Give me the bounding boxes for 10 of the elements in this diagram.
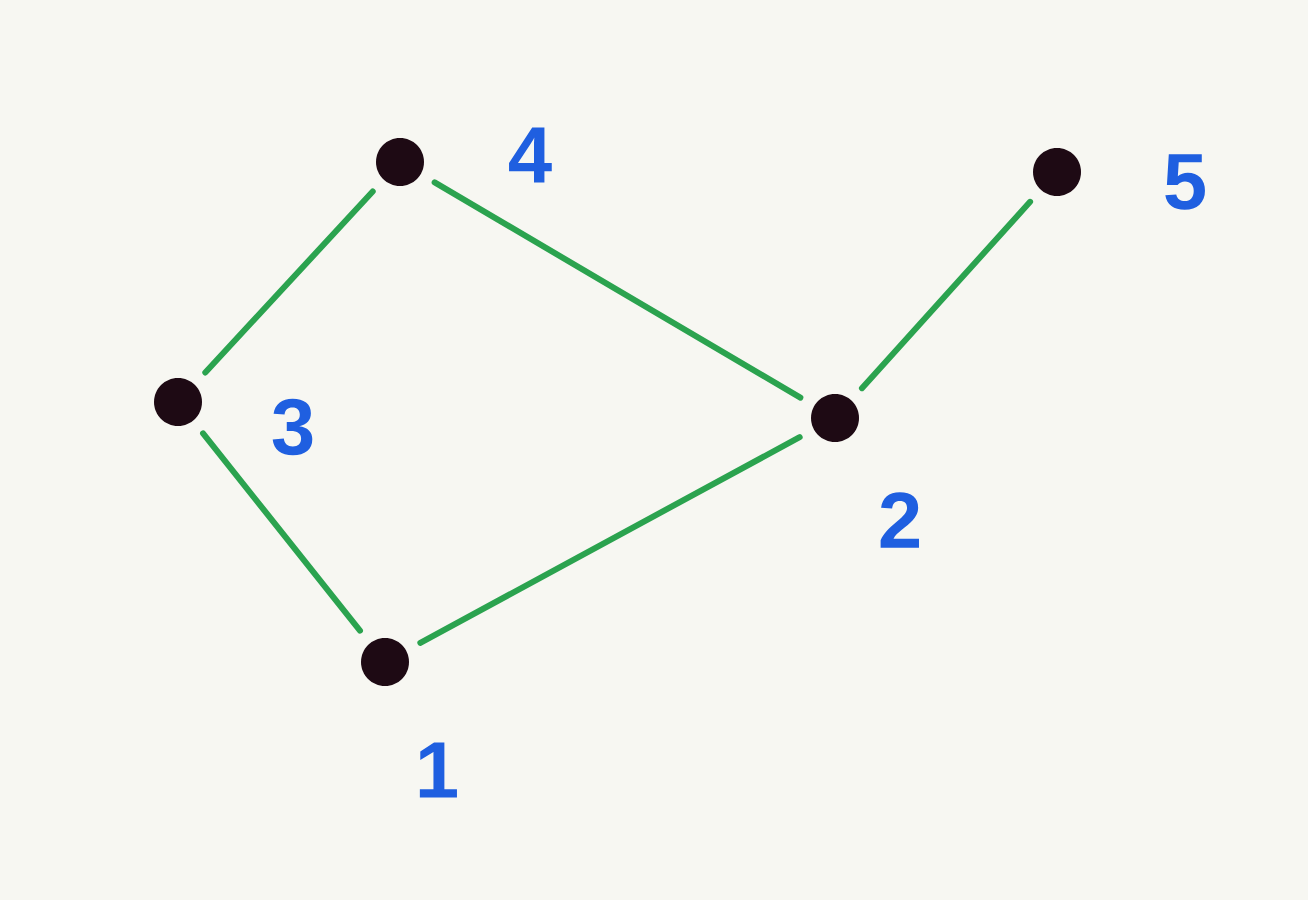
line xyxy=(431,179,804,401)
node-label: 5 xyxy=(1165,154,1205,210)
line xyxy=(858,198,1034,392)
node-label: 4 xyxy=(509,127,552,183)
node-label: 2 xyxy=(880,492,919,548)
node-label: 1 xyxy=(419,742,457,798)
node-label: 3 xyxy=(272,398,313,456)
line xyxy=(202,188,376,376)
line xyxy=(200,430,363,634)
line xyxy=(417,434,803,646)
